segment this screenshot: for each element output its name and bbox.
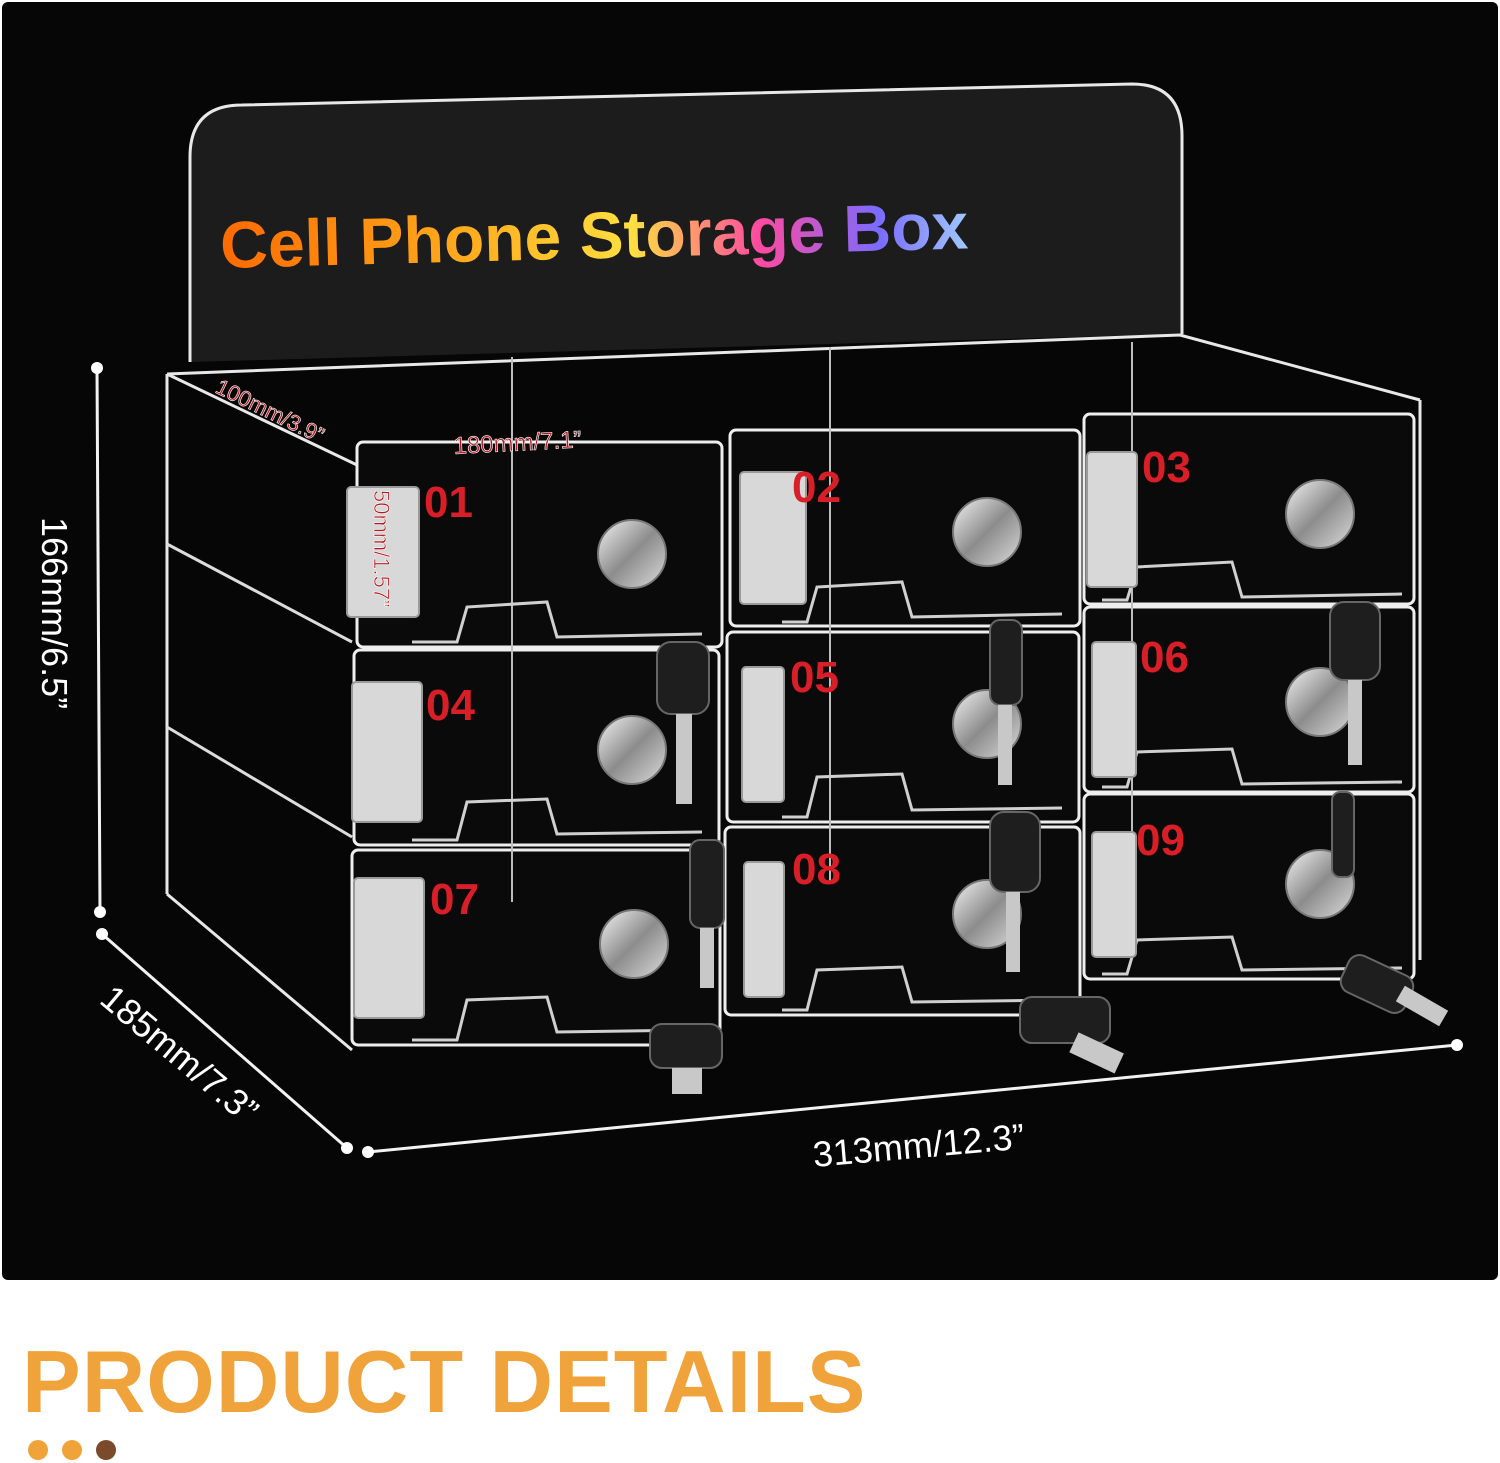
compartment-height-label: 50mm/1.57” — [369, 490, 394, 607]
compartment-number-03: 03 — [1142, 443, 1191, 492]
dimension-lines — [91, 362, 1463, 1158]
compartment-number-09: 09 — [1136, 816, 1185, 865]
keys — [649, 601, 1415, 1069]
locks — [597, 479, 1355, 979]
product-photo: Cell Phone Storage Box — [2, 2, 1498, 1280]
compartment-number-01: 01 — [424, 478, 473, 527]
box-top-edge — [166, 333, 1421, 402]
dot-icon — [96, 1440, 116, 1460]
compartment-number-04: 04 — [426, 681, 475, 730]
compartment-number-06: 06 — [1140, 633, 1189, 682]
compartment-number-02: 02 — [792, 463, 841, 512]
decorative-dots — [28, 1440, 116, 1460]
width-dimension-label: 313mm/12.3” — [811, 1116, 1026, 1175]
dot-icon — [62, 1440, 82, 1460]
hinges — [346, 451, 1138, 1019]
storage-box-illustration: Cell Phone Storage Box — [34, 82, 1463, 1175]
compartment-number-05: 05 — [790, 653, 839, 702]
compartment-number-08: 08 — [792, 845, 841, 894]
compartment-number-07: 07 — [430, 875, 479, 924]
product-details-heading: PRODUCT DETAILS — [22, 1332, 867, 1431]
compartment-depth-label: 100mm/3.9” — [212, 374, 328, 448]
dot-icon — [28, 1440, 48, 1460]
back-panel — [188, 82, 1184, 362]
height-dimension-label: 166mm/6.5” — [34, 517, 75, 709]
